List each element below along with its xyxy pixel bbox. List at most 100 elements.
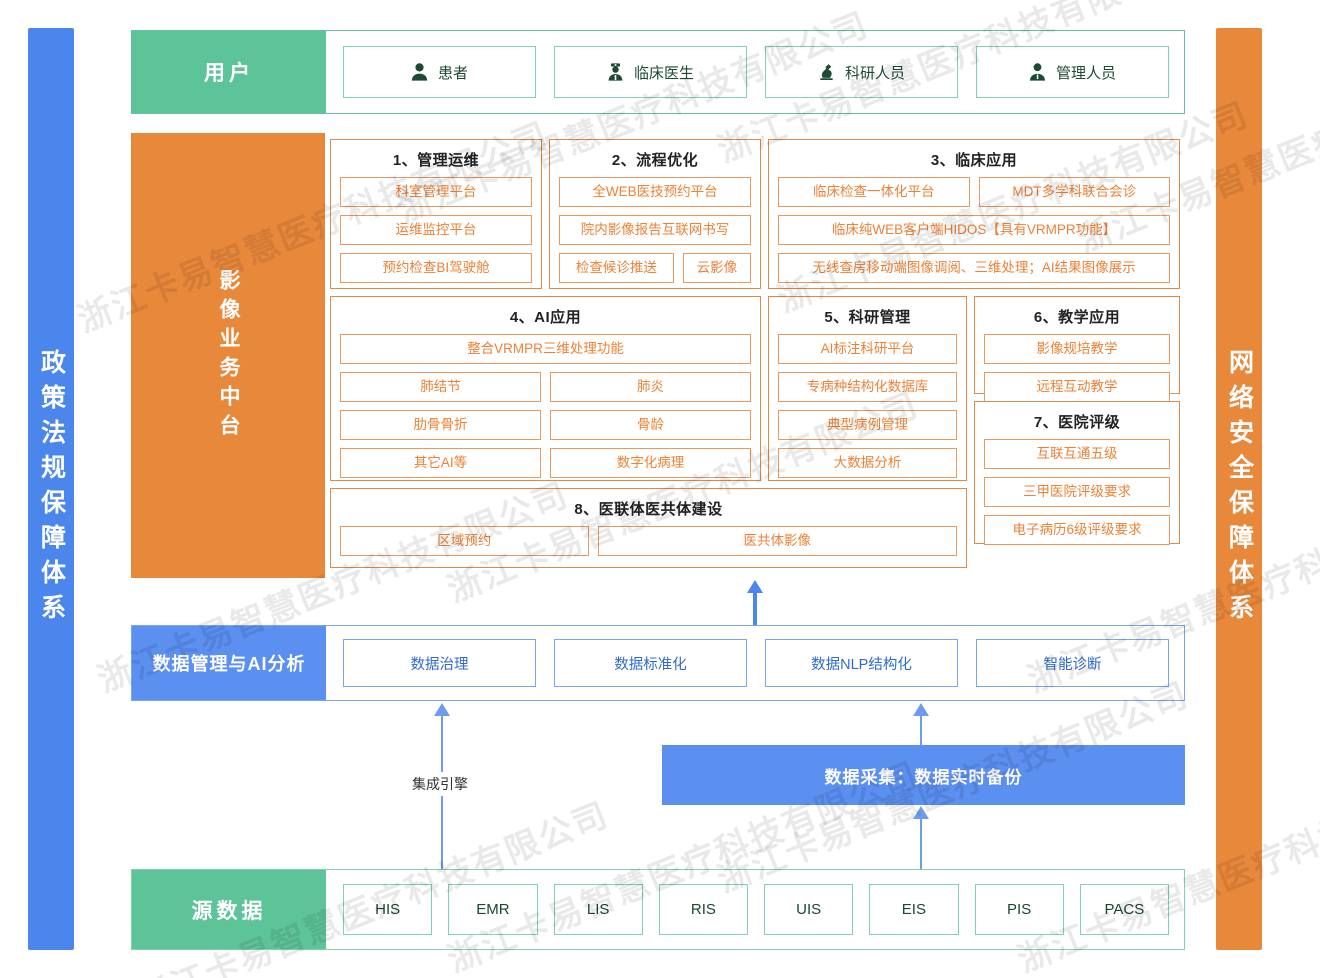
group-row: 大数据分析 [769,448,966,478]
group-title: 7、医院评级 [1033,414,1121,431]
source-chip-lis[interactable]: LIS [553,884,643,935]
user-row: 用户 患者 临床医生 科研人员 [131,30,1185,114]
group-row: AI标注科研平台 [769,334,966,364]
group-row: 互联互通五级 [975,439,1179,469]
group-item[interactable]: 无线查房移动端图像调阅、三维处理；AI结果图像展示 [778,253,1170,283]
data-chip-diagnosis[interactable]: 智能诊断 [976,639,1169,687]
group-item[interactable]: 远程互动教学 [984,372,1170,402]
group-item[interactable]: 区域预约 [340,526,589,556]
patient-icon [411,63,428,81]
group-row: 院内影像报告互联网书写 [550,215,760,245]
group-row: 其它AI等 数字化病理 [331,448,760,478]
group-clinical-application: 3、临床应用 临床检查一体化平台 MDT多学科联合会诊 临床纯WEB客户端HID… [768,139,1180,289]
arrow-collect-to-data [913,703,929,746]
group-row: 远程互动教学 [975,372,1179,402]
group-row: 三甲医院评级要求 [975,477,1179,507]
source-chip-eis[interactable]: EIS [869,884,959,935]
group-title: 6、教学应用 [1033,309,1121,326]
group-item[interactable]: 云影像 [682,253,751,283]
group-item[interactable]: 三甲医院评级要求 [984,477,1170,507]
group-row: 全WEB医技预约平台 [550,177,760,207]
group-item[interactable]: 其它AI等 [340,448,541,478]
group-management-ops: 1、管理运维 科室管理平台 运维监控平台 预约检查BI驾驶舱 [330,139,542,289]
group-medical-alliance: 8、医联体医共体建设 区域预约 医共体影像 [330,488,967,568]
group-item[interactable]: 影像规培教学 [984,334,1170,364]
group-item[interactable]: 全WEB医技预约平台 [559,177,751,207]
source-chip-pacs[interactable]: PACS [1079,884,1169,935]
group-title: 1、管理运维 [392,152,480,169]
group-row: 区域预约 医共体影像 [331,526,966,556]
arrow-stem [753,591,757,625]
data-chip-standardization[interactable]: 数据标准化 [554,639,747,687]
user-row-label: 用户 [132,31,326,113]
source-chip-uis[interactable]: UIS [764,884,854,935]
user-chip-administrator[interactable]: 管理人员 [976,46,1169,98]
group-row: 检查候诊推送 云影像 [550,253,760,283]
user-chip-researcher[interactable]: 科研人员 [765,46,958,98]
group-item[interactable]: 骨龄 [550,410,751,440]
group-title: 5、科研管理 [824,309,911,326]
source-chip-his[interactable]: HIS [343,884,433,935]
arrow-stem [920,713,922,746]
group-item[interactable]: 肋骨骨折 [340,410,541,440]
group-item[interactable]: 互联互通五级 [984,439,1170,469]
group-item[interactable]: 临床检查一体化平台 [778,177,970,207]
group-title: 3、临床应用 [930,152,1018,169]
imaging-platform-label: 影像业务中台 [131,133,325,578]
group-ai-application: 4、AI应用 整合VRMPR三维处理功能 肺结节 肺炎 肋骨骨折 骨龄 其它AI… [330,296,761,481]
network-security-band-label: 网络安全保障体系 [1225,349,1254,629]
group-item[interactable]: 数字化病理 [550,448,751,478]
group-item[interactable]: 专病种结构化数据库 [778,372,957,402]
source-chip-ris[interactable]: RIS [658,884,748,935]
group-title: 2、流程优化 [611,152,699,169]
group-row: 无线查房移动端图像调阅、三维处理；AI结果图像展示 [769,253,1179,283]
group-item[interactable]: 肺结节 [340,372,541,402]
arrow-data-to-platform [747,580,763,625]
group-row: 专病种结构化数据库 [769,372,966,402]
source-data-row: 源数据 HIS EMR LIS RIS UIS EIS PIS PACS [131,869,1185,950]
data-management-label: 数据管理与AI分析 [132,626,326,700]
group-item[interactable]: 检查候诊推送 [559,253,674,283]
data-chip-nlp[interactable]: 数据NLP结构化 [765,639,958,687]
user-chip-label: 管理人员 [1055,64,1116,82]
user-chip-list: 患者 临床医生 科研人员 管理人员 [326,31,1186,113]
user-chip-label: 临床医生 [633,64,694,82]
group-row: 影像规培教学 [975,334,1179,364]
group-item[interactable]: 临床纯WEB客户端HIDOS【具有VRMPR功能】 [778,215,1170,245]
integration-engine-label: 集成引擎 [380,772,500,796]
user-chip-clinician[interactable]: 临床医生 [554,46,747,98]
group-item[interactable]: 预约检查BI驾驶舱 [340,253,532,283]
group-item[interactable]: 医共体影像 [597,526,957,556]
policy-regulation-band: 政策法规保障体系 [28,28,74,950]
group-item[interactable]: 电子病历6级评级要求 [984,515,1170,545]
group-item[interactable]: 科室管理平台 [340,177,532,207]
source-data-label: 源数据 [132,870,326,949]
group-row: 典型病例管理 [769,410,966,440]
arrow-head [913,703,929,716]
arrow-head [434,703,450,716]
group-item[interactable]: MDT多学科联合会诊 [978,177,1170,207]
data-chip-governance[interactable]: 数据治理 [343,639,536,687]
user-chip-label: 科研人员 [844,64,905,82]
source-chip-pis[interactable]: PIS [974,884,1064,935]
imaging-platform-row: 影像业务中台 1、管理运维 科室管理平台 运维监控平台 预约检查BI驾驶舱 2、… [131,133,1185,578]
data-collection-bar: 数据采集：数据实时备份 [662,745,1185,805]
group-row: 科室管理平台 [331,177,541,207]
source-chip-list: HIS EMR LIS RIS UIS EIS PIS PACS [326,870,1186,949]
group-teaching-application: 6、教学应用 影像规培教学 远程互动教学 [974,296,1180,402]
imaging-platform-groups: 1、管理运维 科室管理平台 运维监控平台 预约检查BI驾驶舱 2、流程优化 全W… [325,133,1185,578]
group-item[interactable]: 院内影像报告互联网书写 [559,215,751,245]
group-item[interactable]: 典型病例管理 [778,410,957,440]
source-chip-emr[interactable]: EMR [448,884,538,935]
group-process-optimization: 2、流程优化 全WEB医技预约平台 院内影像报告互联网书写 检查候诊推送 云影像 [549,139,761,289]
user-chip-patient[interactable]: 患者 [343,46,536,98]
group-item[interactable]: 运维监控平台 [340,215,532,245]
group-item[interactable]: 大数据分析 [778,448,957,478]
group-item[interactable]: 肺炎 [550,372,751,402]
group-row: 电子病历6级评级要求 [975,515,1179,545]
group-item[interactable]: 整合VRMPR三维处理功能 [340,334,751,364]
group-item[interactable]: AI标注科研平台 [778,334,957,364]
group-row: 肋骨骨折 骨龄 [331,410,760,440]
group-row: 临床检查一体化平台 MDT多学科联合会诊 [769,177,1179,207]
microscope-icon [818,63,835,81]
